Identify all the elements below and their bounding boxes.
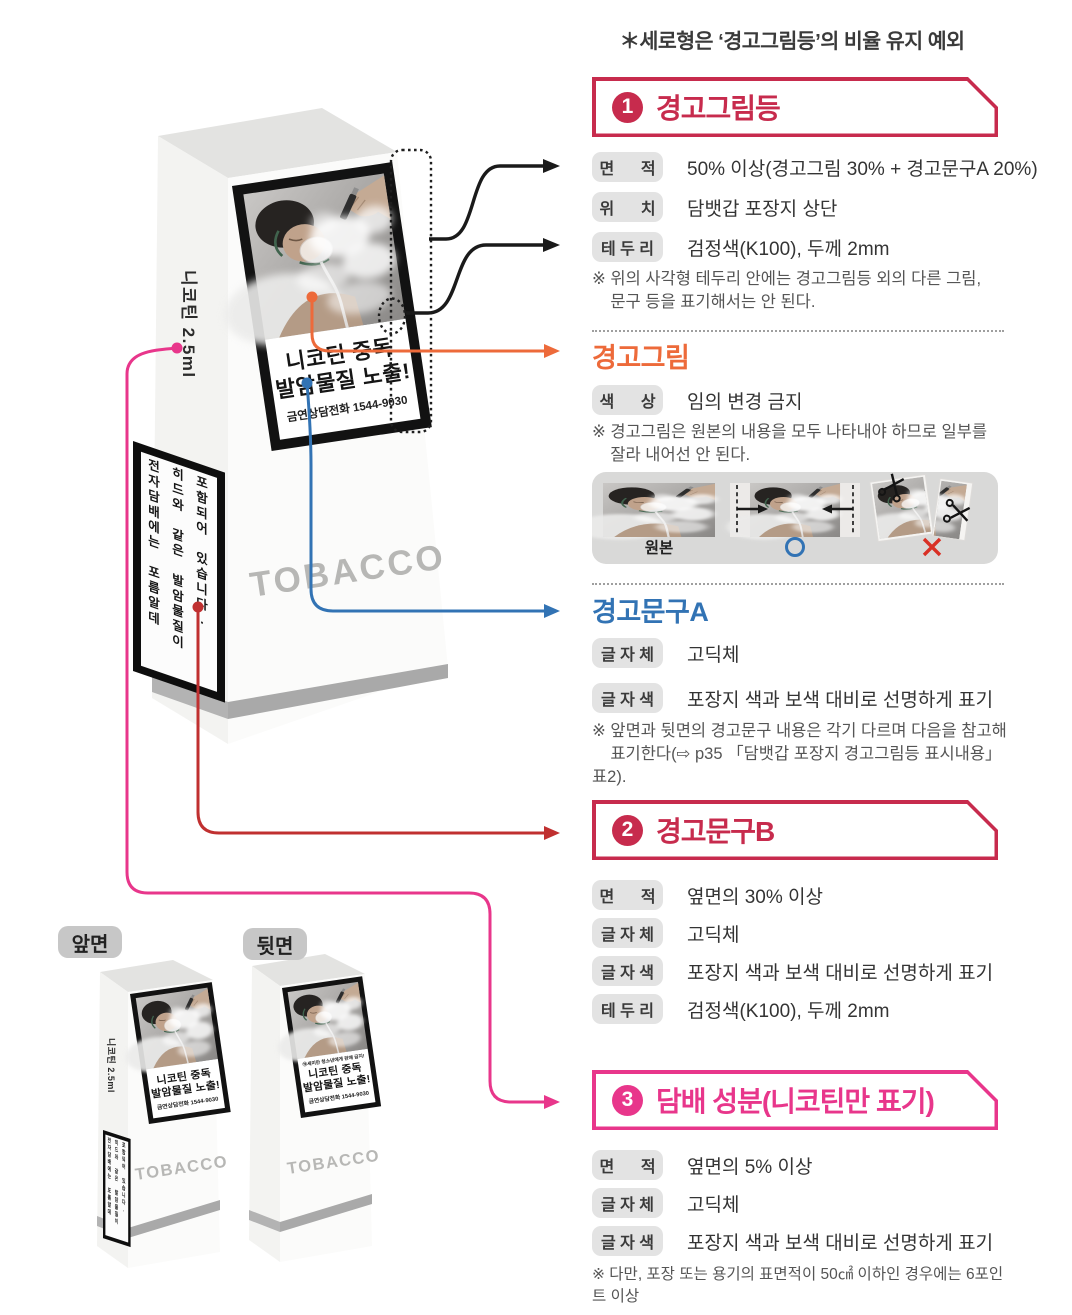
- nicotine-content-text-small: 니코틴 2.5ml: [106, 1038, 117, 1093]
- example-ok-thumbnail: [727, 483, 860, 540]
- section-number-badge: 1: [612, 91, 643, 123]
- section-header-tobacco-ingredient: 3 담배 성분(니코틴만 표기): [592, 1070, 998, 1130]
- section-title-warning-image: 경고그림: [592, 343, 690, 373]
- spec-row: 면 적 옆면의 5% 이상: [592, 1150, 812, 1180]
- red-arrowhead: [544, 826, 560, 840]
- black-arrowhead-2: [543, 238, 560, 252]
- spec-row: 글 자 체 고딕체: [592, 638, 739, 668]
- field-label: 색 상: [592, 385, 663, 415]
- section-title-warning-text-a: 경고문구A: [592, 597, 709, 627]
- pink-arrowhead: [544, 1095, 560, 1109]
- field-label: 테 두 리: [592, 232, 663, 262]
- blue-arrowhead: [544, 604, 560, 618]
- section-number-badge: 2: [612, 814, 643, 846]
- field-value: 포장지 색과 보색 대비로 선명하게 표기: [687, 1232, 994, 1254]
- border-dotted-circle: [377, 297, 407, 335]
- field-label: 테 두 리: [592, 994, 663, 1024]
- original-label: 원본: [645, 539, 674, 557]
- section-title: 담배 성분(니코틴만 표기): [656, 1086, 935, 1117]
- section-title: 경고그림등: [656, 93, 781, 124]
- crop-example-box: 원본: [592, 470, 998, 564]
- field-label: 면 적: [592, 1150, 663, 1180]
- section-title: 경고문구B: [656, 816, 775, 847]
- connector-arrows: [125, 159, 560, 1109]
- spec-row: 글 자 체 고딕체: [592, 918, 739, 948]
- field-value: 50% 이상(경고그림 30% + 경고문구A 20%): [687, 158, 1038, 180]
- big-package-box: TOBACCO 니코틴 2.5ml: [133, 108, 448, 744]
- field-label: 면 적: [592, 152, 663, 182]
- wrong-mark-icon: [922, 537, 942, 557]
- section-note: ※ 앞면과 뒷면의 경고문구 내용은 각기 다르며 다음을 참고해 표기한다(⇨…: [592, 722, 1007, 787]
- example-wrong-thumbnail: [869, 470, 974, 543]
- spec-row: 글 자 체 고딕체: [592, 1188, 739, 1218]
- section-header-warning-image-area: 1 경고그림등: [592, 77, 998, 137]
- section-number-badge: 3: [612, 1084, 643, 1116]
- field-label: 글 자 체: [592, 1188, 663, 1218]
- front-tag: 앞면: [58, 926, 122, 958]
- field-value: 고딕체: [687, 1194, 740, 1216]
- section-header-warning-text-b: 2 경고문구B: [592, 800, 998, 860]
- field-label: 면 적: [592, 880, 663, 910]
- black-arrowhead-1: [543, 159, 560, 173]
- back-tag: 뒷면: [243, 928, 307, 960]
- dotted-divider: [592, 583, 1004, 585]
- section-note: ※ 경고그림은 원본의 내용을 모두 나타내야 하므로 일부를 잘라 내어선 안…: [592, 423, 988, 465]
- field-value: 검정색(K100), 두께 2mm: [687, 1000, 890, 1022]
- spec-row: 면 적 옆면의 30% 이상: [592, 880, 823, 910]
- field-value: 포장지 색과 보색 대비로 선명하게 표기: [687, 689, 994, 711]
- field-value: 포장지 색과 보색 대비로 선명하게 표기: [687, 962, 994, 984]
- spec-row: 색 상 임의 변경 금지: [592, 385, 802, 415]
- vertical-type-exception-note: ＊세로형은 ‘경고그림등’의 비율 유지 예외: [619, 30, 965, 53]
- field-value: 검정색(K100), 두께 2mm: [687, 238, 890, 260]
- field-value: 고딕체: [687, 924, 740, 946]
- section-note: ※ 다만, 포장 또는 용기의 표면적이 50㎠ 이하인 경우에는 6포인트 이…: [592, 1266, 1004, 1305]
- field-value: 옆면의 30% 이상: [687, 886, 823, 908]
- spec-row: 면 적 50% 이상(경고그림 30% + 경고문구A 20%): [592, 152, 1038, 182]
- spec-row: 글 자 색 포장지 색과 보색 대비로 선명하게 표기: [592, 956, 993, 986]
- field-label: 글 자 체: [592, 638, 663, 668]
- field-value: 옆면의 5% 이상: [687, 1156, 813, 1178]
- orange-arrowhead: [544, 344, 560, 358]
- field-label: 위 치: [592, 192, 663, 222]
- field-label: 글 자 색: [592, 1226, 663, 1256]
- spec-row: 글 자 색 포장지 색과 보색 대비로 선명하게 표기: [592, 683, 993, 713]
- spec-row: 글 자 색 포장지 색과 보색 대비로 선명하게 표기: [592, 1226, 993, 1256]
- small-front-box: 니코틴 2.5ml TOBACCO: [97, 960, 231, 1268]
- correct-mark-icon: [785, 537, 805, 557]
- field-label: 글 자 색: [592, 683, 663, 713]
- spec-row: 테 두 리 검정색(K100), 두께 2mm: [592, 994, 890, 1024]
- field-value: 임의 변경 금지: [687, 391, 803, 413]
- spec-row: 테 두 리 검정색(K100), 두께 2mm: [592, 232, 890, 262]
- small-back-box: TOBACCO: [249, 954, 381, 1262]
- section-note: ※ 위의 사각형 테두리 안에는 경고그림등 외의 다른 그림, 문구 등을 표…: [592, 270, 982, 312]
- field-label: 글 자 체: [592, 918, 663, 948]
- field-label: 글 자 색: [592, 956, 663, 986]
- dotted-divider: [592, 330, 1004, 332]
- field-value: 고딕체: [687, 644, 740, 666]
- nicotine-content-text: 니코틴 2.5ml: [179, 270, 198, 379]
- spec-row: 위 치 담뱃갑 포장지 상단: [592, 192, 837, 222]
- field-value: 담뱃갑 포장지 상단: [687, 198, 838, 220]
